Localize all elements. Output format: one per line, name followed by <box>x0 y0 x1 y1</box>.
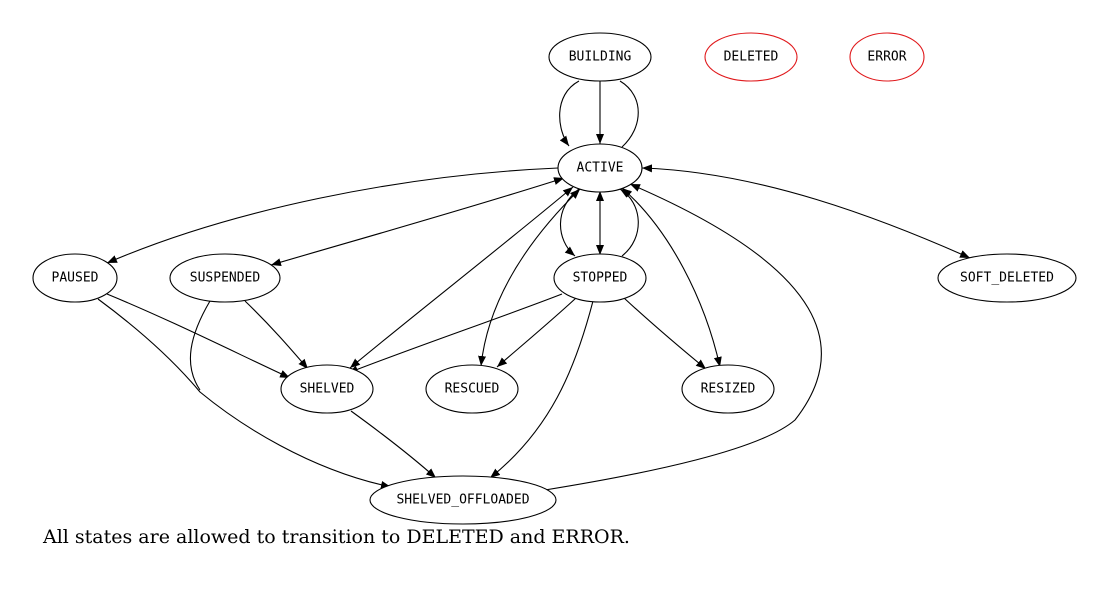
edge-active-rescued <box>478 188 581 367</box>
edge-stopped-rescued <box>496 297 577 368</box>
edges <box>97 80 971 491</box>
node-shelved-offloaded[interactable]: SHELVED_OFFLOADED <box>369 475 557 525</box>
diagram-caption: All states are allowed to transition to … <box>43 526 630 548</box>
edge-shelved-offloaded-active <box>544 183 822 491</box>
node-label: ERROR <box>867 50 906 65</box>
node-label: SHELVED_OFFLOADED <box>396 493 529 508</box>
edge-stopped-active-loop-right <box>619 188 639 257</box>
edge-building-active-loop-right <box>619 80 639 148</box>
edge-suspended-shelved <box>244 300 309 370</box>
edge-active-soft-deleted <box>641 164 971 259</box>
edge-building-active-loop-left <box>559 80 580 147</box>
edge-suspended-shelved-offloaded <box>189 300 211 391</box>
node-label: STOPPED <box>573 271 628 286</box>
node-active[interactable]: ACTIVE <box>557 143 643 193</box>
node-label: DELETED <box>724 50 779 65</box>
node-label: SOFT_DELETED <box>960 271 1054 286</box>
node-label: RESIZED <box>701 382 756 397</box>
node-resized[interactable]: RESIZED <box>681 364 775 414</box>
edge-active-suspended <box>270 177 565 267</box>
edge-paused-shelved <box>106 293 291 379</box>
edge-active-paused <box>106 167 559 264</box>
node-label: BUILDING <box>569 50 632 65</box>
node-shelved[interactable]: SHELVED <box>280 364 374 414</box>
node-deleted[interactable]: DELETED <box>704 32 798 82</box>
node-label: RESCUED <box>445 382 500 397</box>
node-label: SUSPENDED <box>190 271 261 286</box>
edge-stopped-resized <box>623 297 707 370</box>
node-label: PAUSED <box>52 271 99 286</box>
edge-paused-shelved-offloaded <box>97 298 392 489</box>
node-paused[interactable]: PAUSED <box>32 253 118 303</box>
edge-shelved-shelved-offloaded <box>350 410 437 479</box>
node-soft-deleted[interactable]: SOFT_DELETED <box>937 253 1077 303</box>
edge-active-shelved <box>349 186 574 369</box>
node-error[interactable]: ERROR <box>849 32 925 82</box>
nodes: BUILDING DELETED ERROR ACTIVE PAUSED SUS… <box>32 32 1077 525</box>
edge-stopped-shelved <box>347 293 563 374</box>
edge-stopped-shelved-offloaded <box>489 300 594 479</box>
node-label: ACTIVE <box>577 161 624 176</box>
node-suspended[interactable]: SUSPENDED <box>169 253 281 303</box>
node-rescued[interactable]: RESCUED <box>425 364 519 414</box>
node-building[interactable]: BUILDING <box>548 32 652 82</box>
edge-active-resized <box>621 187 722 368</box>
node-label: SHELVED <box>300 382 355 397</box>
node-stopped[interactable]: STOPPED <box>553 253 647 303</box>
